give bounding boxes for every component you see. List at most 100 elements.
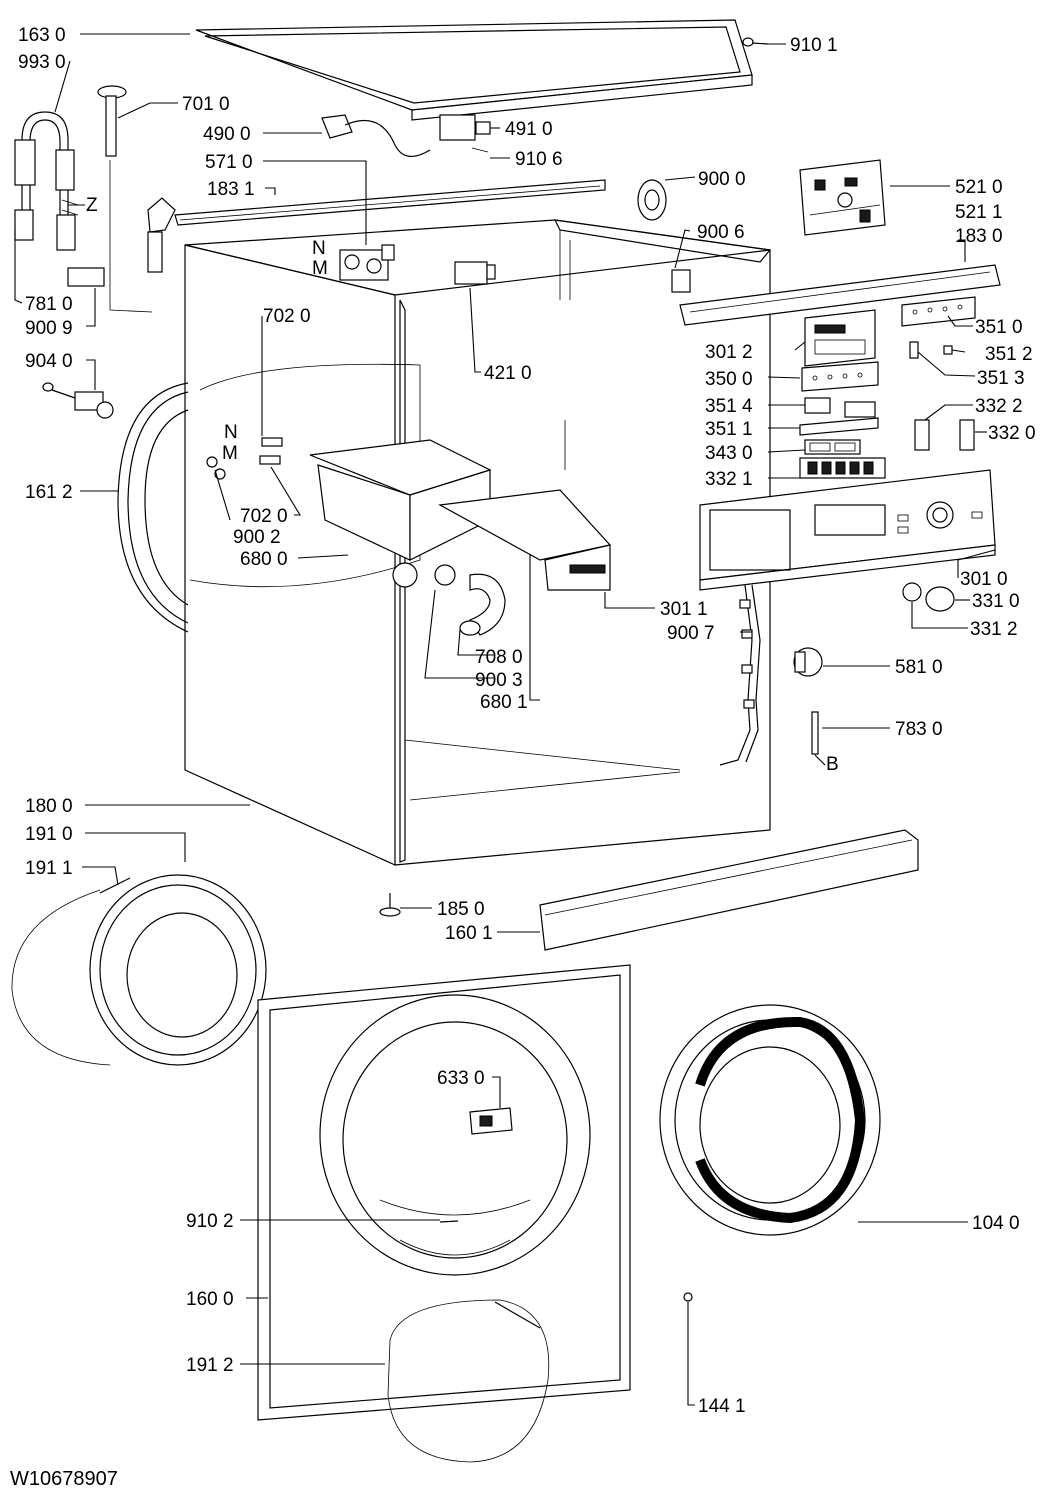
callout-702-0-top: 702 0 [263, 306, 311, 327]
button-strip [799, 457, 886, 479]
callout-161-2: 161 2 [25, 482, 73, 503]
callout-301-2: 301 2 [705, 342, 753, 363]
dispenser-drawer [438, 489, 612, 591]
callout-160-0: 160 0 [186, 1289, 234, 1310]
outer-door-ring [659, 1004, 881, 1236]
callout-332-2: 332 2 [975, 396, 1023, 417]
door-hinge [99, 877, 131, 894]
leader-lines [14, 33, 996, 1406]
callout-900-9: 900 9 [25, 318, 73, 339]
door-gasket [117, 382, 189, 633]
pressure-switch [793, 647, 823, 677]
callout-993-0: 993 0 [18, 52, 66, 73]
callout-900-2: 900 2 [233, 527, 281, 548]
drain-hose [97, 85, 176, 313]
side-buttons [914, 419, 975, 451]
callout-701-0: 701 0 [182, 94, 230, 115]
callout-185-0: 185 0 [437, 899, 485, 920]
user-interface-pcb [801, 361, 879, 392]
cabinet [184, 219, 772, 866]
callout-labels: 163 0 993 0 701 0 490 0 491 0 910 1 571 … [18, 25, 1036, 1417]
front-panel [257, 964, 631, 1421]
callout-191-0: 191 0 [25, 824, 73, 845]
callout-900-3: 900 3 [475, 670, 523, 691]
callout-781-0: 781 0 [25, 294, 73, 315]
callout-900-6: 900 6 [697, 222, 745, 243]
callout-351-4: 351 4 [705, 396, 753, 417]
inlet-hose [14, 111, 79, 251]
plinth-detail [387, 1299, 550, 1463]
callout-160-1: 160 1 [445, 923, 493, 944]
callout-708-0: 708 0 [475, 647, 523, 668]
callout-351-3: 351 3 [977, 368, 1025, 389]
valve-m-label: M [312, 258, 328, 279]
callout-301-0: 301 0 [960, 569, 1008, 590]
callout-581-0: 581 0 [895, 657, 943, 678]
program-knob [902, 582, 955, 612]
callout-183-0: 183 0 [955, 226, 1003, 247]
callout-702-0-bottom: 702 0 [240, 506, 288, 527]
callout-350-0: 350 0 [705, 369, 753, 390]
hose-n-label: N [224, 422, 238, 443]
screw-front [439, 1220, 459, 1223]
power-cable [321, 114, 491, 157]
console-rail [679, 264, 1001, 326]
button-board [901, 296, 976, 327]
callout-783-0: 783 0 [895, 719, 943, 740]
callout-144-1: 144 1 [698, 1396, 746, 1417]
adjustable-foot [379, 893, 401, 917]
kickplate [539, 829, 919, 951]
callout-571-0: 571 0 [205, 152, 253, 173]
control-panel [699, 469, 996, 591]
inlet-valves [339, 244, 395, 281]
callout-332-1: 332 1 [705, 469, 753, 490]
callout-180-0: 180 0 [25, 796, 73, 817]
callout-680-0: 680 0 [240, 549, 288, 570]
callout-490-0: 490 0 [203, 124, 251, 145]
grommet-900-0 [637, 179, 667, 221]
callout-351-1: 351 1 [705, 419, 753, 440]
callout-521-1: 521 1 [955, 202, 1003, 223]
callout-633-0: 633 0 [437, 1068, 485, 1089]
main-control-board [799, 159, 886, 236]
display-lens [804, 439, 861, 455]
key-bars [799, 397, 879, 436]
screw-top [742, 37, 769, 47]
filter-suppressor [454, 261, 496, 285]
callout-343-0: 343 0 [705, 443, 753, 464]
hose-m-label: M [222, 443, 238, 464]
callout-491-0: 491 0 [505, 119, 553, 140]
callout-521-0: 521 0 [955, 177, 1003, 198]
door-assembly [11, 874, 267, 1066]
callout-191-1: 191 1 [25, 858, 73, 879]
clip-900-9 [67, 267, 105, 287]
callout-680-1: 680 1 [480, 692, 528, 713]
top-rail [174, 179, 606, 226]
callout-351-0: 351 0 [975, 317, 1023, 338]
dispenser-hose [434, 564, 506, 636]
callout-904-0: 904 0 [25, 351, 73, 372]
callout-z: Z [86, 195, 98, 216]
sensor-tube [811, 711, 819, 755]
callout-900-0: 900 0 [698, 169, 746, 190]
callout-331-0: 331 0 [972, 591, 1020, 612]
callout-b: B [826, 754, 839, 775]
clip-900-6 [671, 269, 691, 293]
nut [683, 1292, 693, 1302]
callout-421-0: 421 0 [484, 363, 532, 384]
callout-301-1: 301 1 [660, 599, 708, 620]
wire-harness [719, 584, 761, 766]
document-id: W10678907 [10, 1468, 118, 1490]
small-clips [909, 341, 953, 359]
callout-332-0: 332 0 [988, 423, 1036, 444]
callout-183-1: 183 1 [207, 179, 255, 200]
callout-351-2: 351 2 [985, 344, 1033, 365]
callout-910-2: 910 2 [186, 1211, 234, 1232]
callout-163-0: 163 0 [18, 25, 66, 46]
callout-331-2: 331 2 [970, 619, 1018, 640]
callout-910-1: 910 1 [790, 35, 838, 56]
callout-191-2: 191 2 [186, 1355, 234, 1376]
door-interlock [469, 1107, 513, 1135]
callout-900-7: 900 7 [667, 623, 715, 644]
